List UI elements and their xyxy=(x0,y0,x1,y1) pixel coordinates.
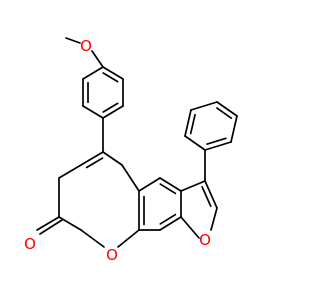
bond xyxy=(180,216,200,239)
bond xyxy=(201,185,212,208)
bond xyxy=(216,107,233,119)
bond xyxy=(190,101,218,111)
bond xyxy=(102,66,124,80)
bond-layer xyxy=(36,37,238,248)
bond xyxy=(80,151,104,166)
atom-methoxy-oxygen: O xyxy=(80,37,92,55)
bond xyxy=(206,137,227,145)
bond xyxy=(102,72,119,83)
bond xyxy=(159,177,182,192)
molecule-canvas: O O O O xyxy=(24,37,238,264)
bond xyxy=(82,105,104,119)
bond xyxy=(58,164,82,179)
bond xyxy=(184,135,206,151)
bond xyxy=(117,229,140,248)
bond xyxy=(65,37,81,44)
bond xyxy=(189,113,196,135)
bond xyxy=(230,115,238,143)
bond xyxy=(36,216,60,231)
bond xyxy=(159,183,177,195)
bond xyxy=(216,101,238,117)
bond xyxy=(102,105,124,119)
bond xyxy=(58,216,82,231)
bond xyxy=(204,180,218,209)
bond xyxy=(138,177,161,192)
bond xyxy=(102,102,119,113)
structure-diagram: O O O O xyxy=(24,37,238,264)
bond xyxy=(121,164,140,192)
bond xyxy=(82,66,104,80)
bond xyxy=(210,207,218,231)
bond xyxy=(39,219,63,235)
bond xyxy=(102,151,123,166)
bond xyxy=(85,157,104,169)
bond xyxy=(204,141,232,151)
atom-furan-oxygen: O xyxy=(199,231,211,249)
bond xyxy=(184,109,192,137)
bond xyxy=(80,229,105,248)
atom-carbonyl-oxygen: O xyxy=(24,235,36,253)
atom-pyranone-oxygen: O xyxy=(106,246,118,264)
bond xyxy=(180,180,206,192)
bond xyxy=(159,213,177,225)
bond xyxy=(159,216,182,231)
bond xyxy=(91,50,104,68)
